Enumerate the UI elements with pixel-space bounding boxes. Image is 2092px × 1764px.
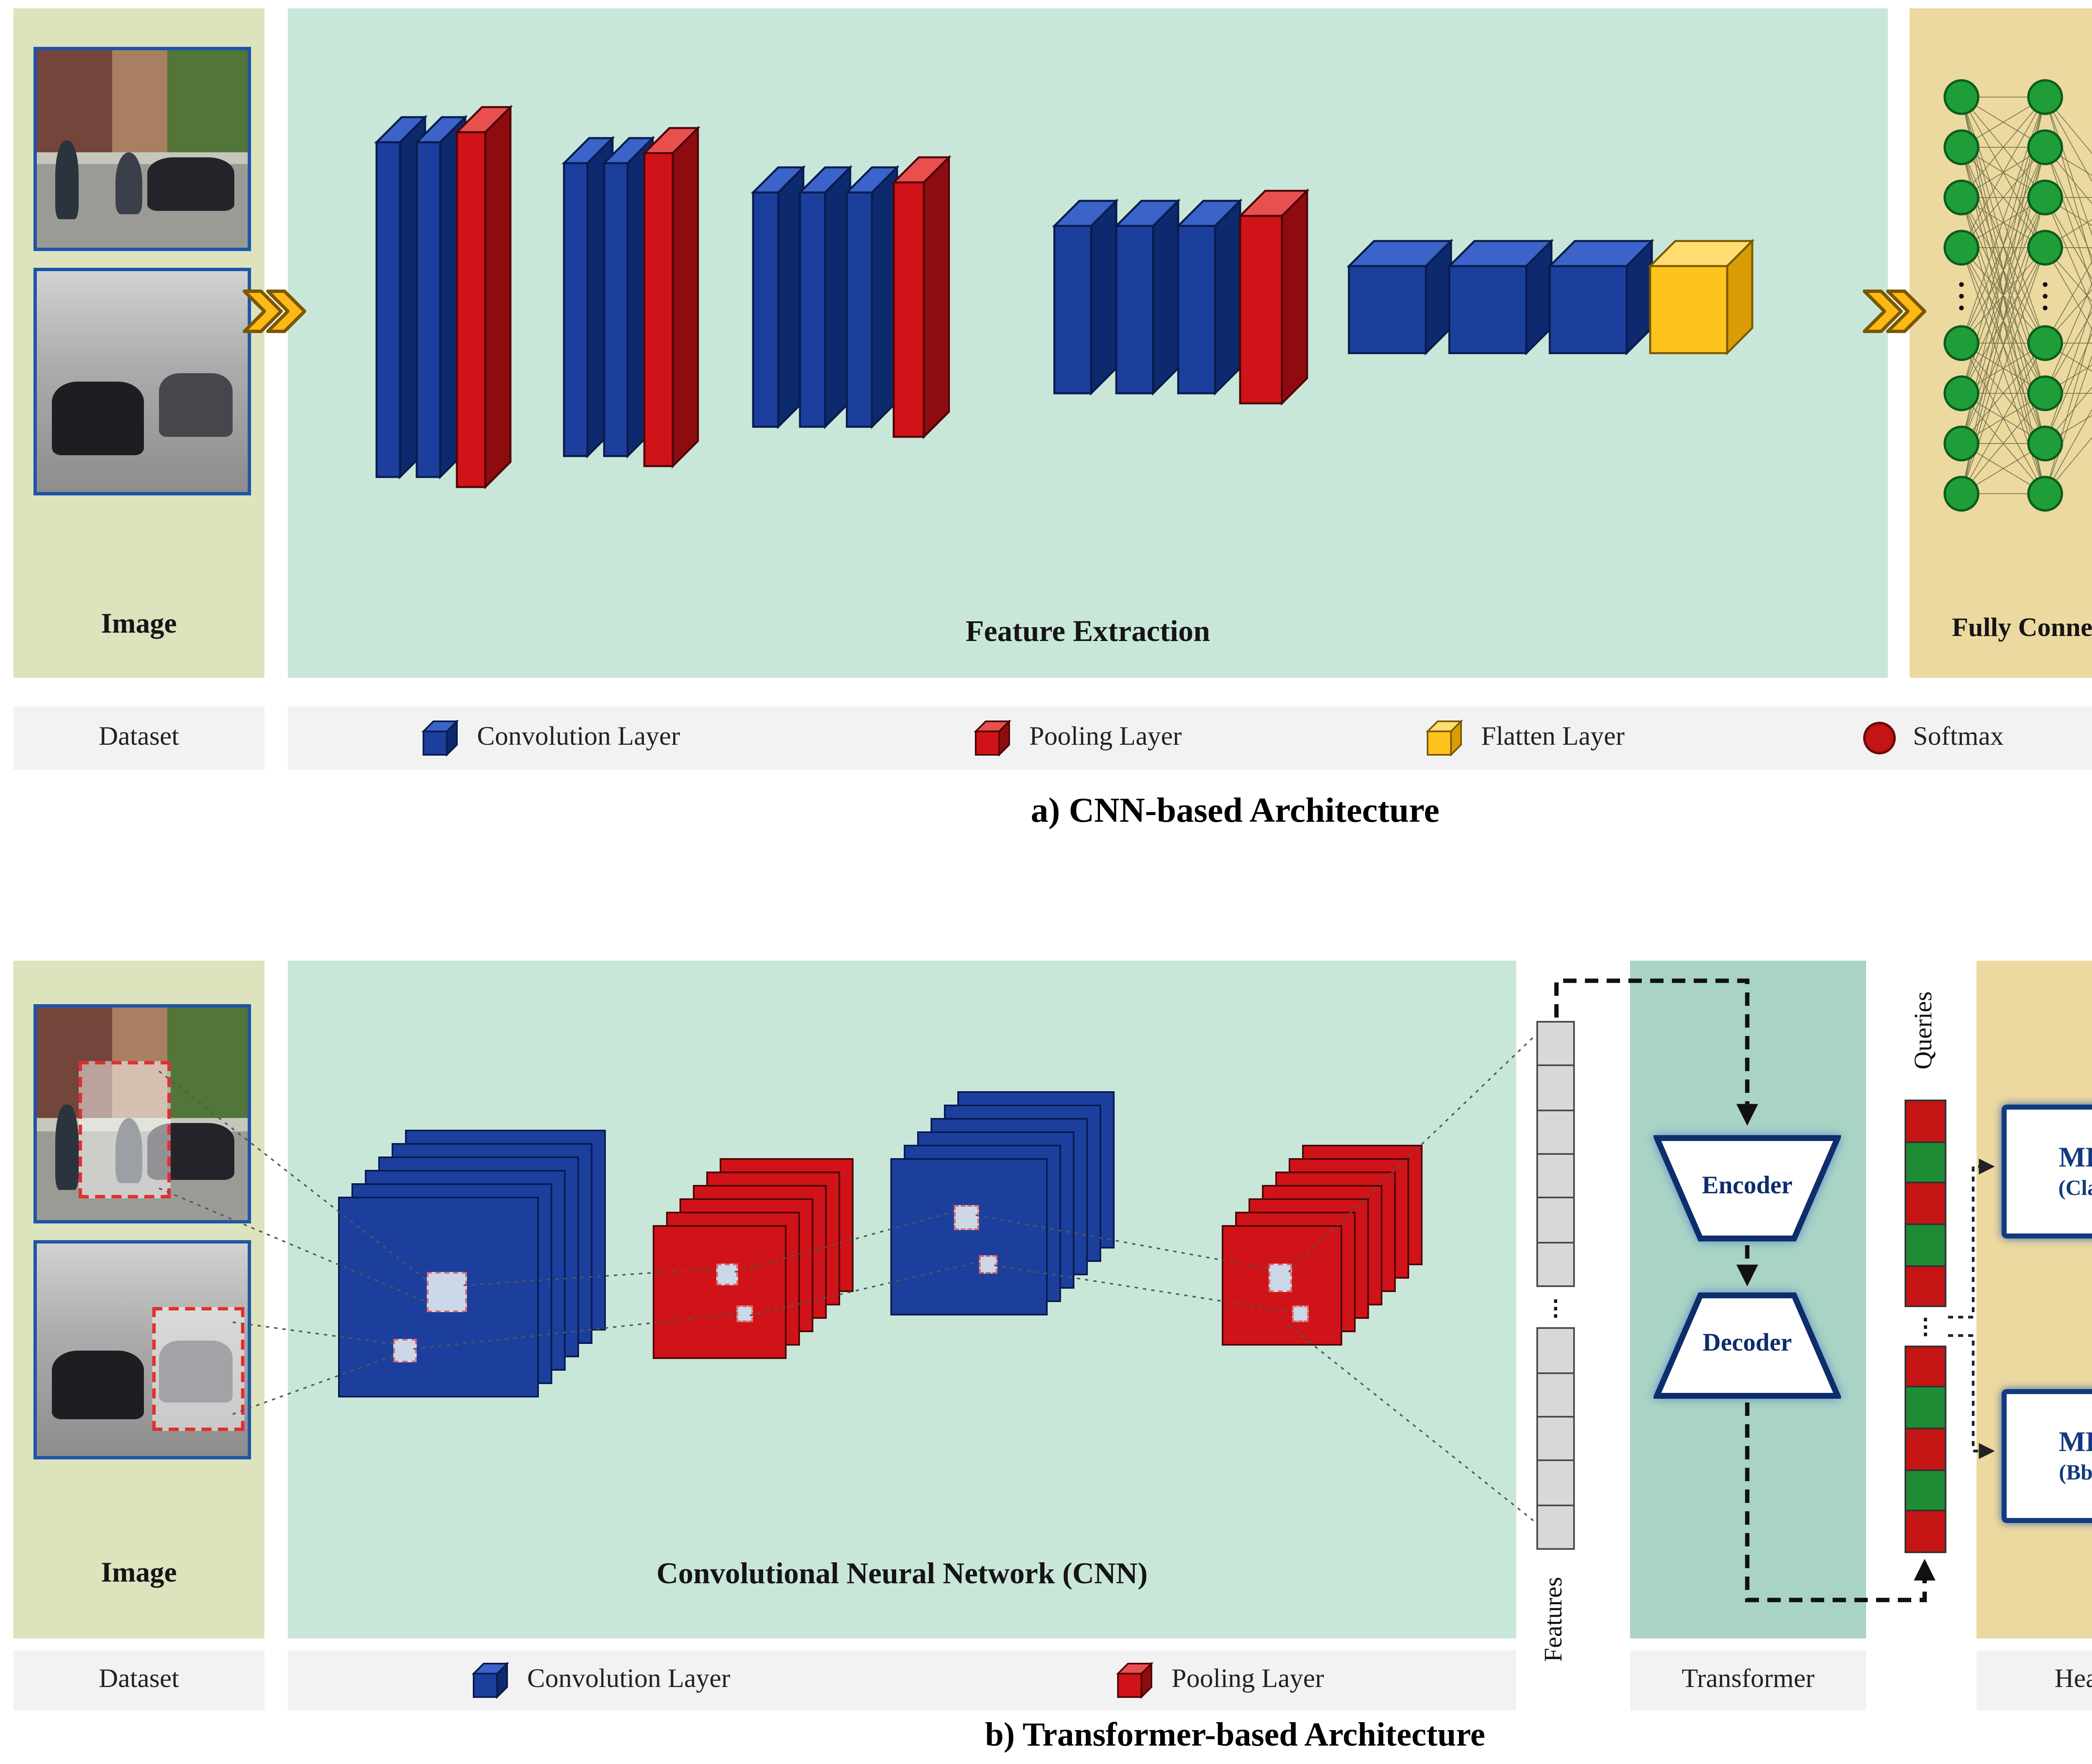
scene-pedestrian [56, 141, 79, 220]
scene-cyclist [115, 153, 142, 214]
scene-pedestrian [56, 1105, 79, 1190]
legend-item-softmax: Softmax [1861, 706, 2004, 770]
dataset-strip-a: Dataset [13, 706, 264, 770]
feature-patch [393, 1339, 417, 1362]
query-cell-red [1905, 1264, 1946, 1308]
feature-cell [1536, 1153, 1575, 1199]
dataset-label-a: Dataset [99, 723, 179, 751]
legend-strip-a: Convolution Layer Pooling Layer Flatten … [288, 706, 2092, 770]
mlp-bbox-box: MLP (Bbox) [2002, 1389, 2092, 1523]
legend-label: Softmax [1913, 723, 2004, 751]
encoder-label: Encoder [1702, 1172, 1793, 1199]
scene-car [51, 1350, 144, 1420]
feature-cell [1536, 1504, 1575, 1550]
legend-label: Convolution Layer [527, 1665, 731, 1694]
pooling-layer-icon [1116, 1662, 1154, 1699]
feature-patch [1269, 1264, 1292, 1292]
head-panel [1977, 961, 2092, 1638]
legend-item-convolution: Convolution Layer [422, 706, 680, 770]
pooling-layer-icon [974, 720, 1011, 756]
image-panel-a: Image [13, 8, 264, 678]
feature-patch [1292, 1305, 1309, 1322]
legend-item-pooling: Pooling Layer [1116, 1650, 1324, 1710]
mlp-class-box: MLP (Class) [2002, 1105, 2092, 1238]
feature-cell [1536, 1415, 1575, 1462]
image-panel-label-b: Image [101, 1556, 177, 1588]
head-strip: Head [1977, 1650, 2092, 1710]
head-strip-label: Head [2054, 1665, 2092, 1694]
legend-item-flatten: Flatten Layer [1426, 706, 1625, 770]
feature-patch [979, 1255, 997, 1274]
title-a: a) CNN-based Architecture [1031, 790, 1440, 830]
decoder-label: Decoder [1702, 1330, 1792, 1356]
title-b: b) Transformer-based Architecture [985, 1717, 1485, 1754]
feature-patch [716, 1264, 738, 1285]
pool-feature-map [653, 1225, 787, 1359]
scene-car [159, 372, 233, 437]
feature-cell [1536, 1241, 1575, 1287]
legend-label: Pooling Layer [1172, 1665, 1324, 1694]
scene-car [51, 382, 144, 455]
scene-tree [167, 50, 248, 165]
legend-item-pooling: Pooling Layer [974, 706, 1182, 770]
softmax-icon [1863, 722, 1896, 754]
convolution-layer-icon [472, 1662, 509, 1699]
feature-patch [954, 1205, 979, 1230]
legend-label: Pooling Layer [1029, 723, 1182, 751]
scene-sky [37, 271, 248, 371]
conv-feature-map [890, 1158, 1048, 1315]
scene-building [113, 50, 176, 157]
legend-label: Convolution Layer [477, 723, 680, 751]
legend-label: Flatten Layer [1481, 723, 1625, 751]
mlp-bbox-line2: (Bbox) [2059, 1459, 2092, 1485]
features-ellipsis: ⋮ [1545, 1295, 1566, 1320]
mlp-class-line1: MLP [2059, 1141, 2092, 1173]
scene-car [146, 156, 235, 210]
encoder-shape [1654, 1135, 1841, 1241]
fully-connected-label: Fully Connected [1952, 614, 2092, 643]
input-photo-gray-a [33, 268, 251, 495]
feature-patch [736, 1305, 753, 1322]
legend-item-convolution: Convolution Layer [472, 1650, 730, 1710]
convolution-layer-icon [422, 720, 459, 756]
decoder-shape [1654, 1292, 1841, 1399]
feature-extraction-label: Feature Extraction [965, 614, 1210, 648]
cnn-panel-label: Convolutional Neural Network (CNN) [656, 1556, 1148, 1590]
legend-strip-b: Convolution Layer Pooling Layer [288, 1650, 1516, 1710]
feature-patch [427, 1272, 467, 1312]
features-column: ⋮ [1536, 1021, 1575, 1550]
transformer-strip-label: Transformer [1682, 1665, 1815, 1694]
patch-region-of-interest [79, 1061, 170, 1199]
dataset-strip-b: Dataset [13, 1650, 264, 1710]
mlp-class-line2: (Class) [2058, 1175, 2092, 1200]
input-photo-street-a [33, 47, 251, 251]
queries-ellipsis: ⋮ [1915, 1314, 1936, 1339]
feature-cell [1536, 1372, 1575, 1418]
transformer-strip: Transformer [1630, 1650, 1866, 1710]
image-panel-label: Image [101, 608, 177, 639]
flatten-layer-icon [1426, 720, 1463, 756]
query-cell-green [1905, 1141, 1946, 1184]
dataset-label-b: Dataset [99, 1665, 179, 1694]
mlp-bbox-line1: MLP [2059, 1426, 2092, 1458]
